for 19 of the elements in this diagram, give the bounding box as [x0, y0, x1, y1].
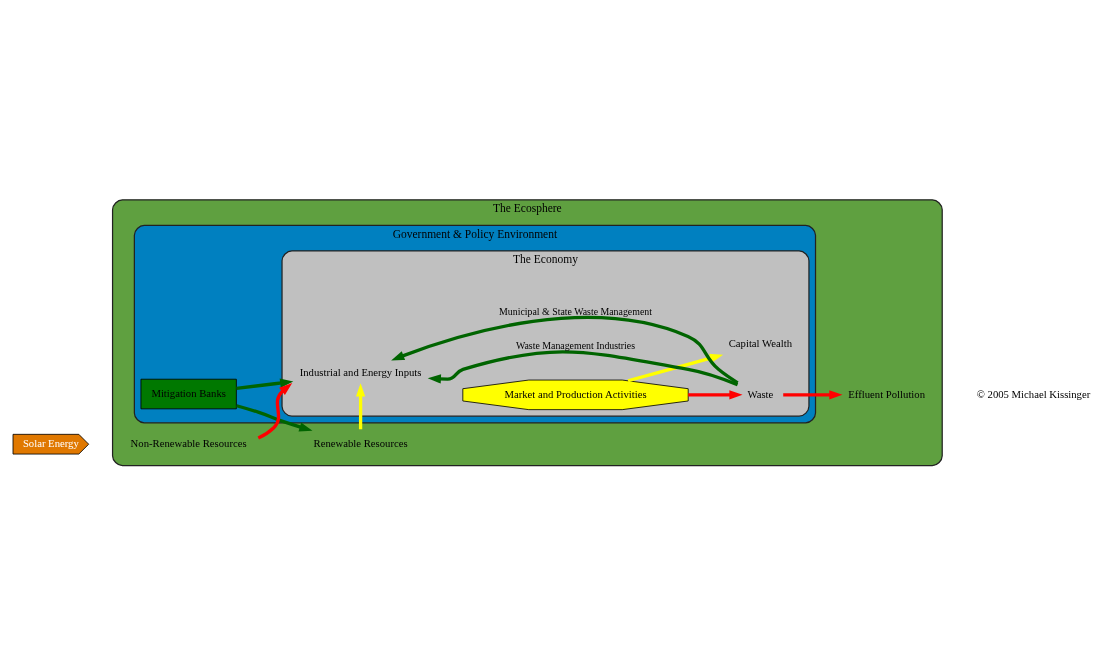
arrow: [391, 315, 739, 384]
node-text: Industrial and Energy Inputs: [299, 365, 422, 378]
node-text: Renewable Resources: [313, 436, 408, 449]
arrow: [355, 382, 366, 429]
arrow: [257, 382, 293, 440]
node-text: Effluent Pollution: [848, 387, 926, 400]
node-text: Waste: [747, 387, 774, 400]
arrow: [627, 353, 724, 382]
arrow: [783, 389, 843, 399]
arrow: [688, 389, 743, 399]
arrow: [236, 377, 294, 390]
edge-label: Municipal & State Waste Management: [499, 305, 652, 317]
node-box: Mitigation Banks: [140, 378, 237, 409]
arrow: [236, 403, 313, 431]
node-text: Non-Renewable Resources: [130, 436, 247, 449]
arrow: [427, 349, 739, 386]
label: © 2005 Michael Kissinger: [976, 387, 1091, 400]
edge-label: Waste Management Industries: [515, 339, 636, 351]
node-text: Capital Wealth: [728, 336, 793, 349]
